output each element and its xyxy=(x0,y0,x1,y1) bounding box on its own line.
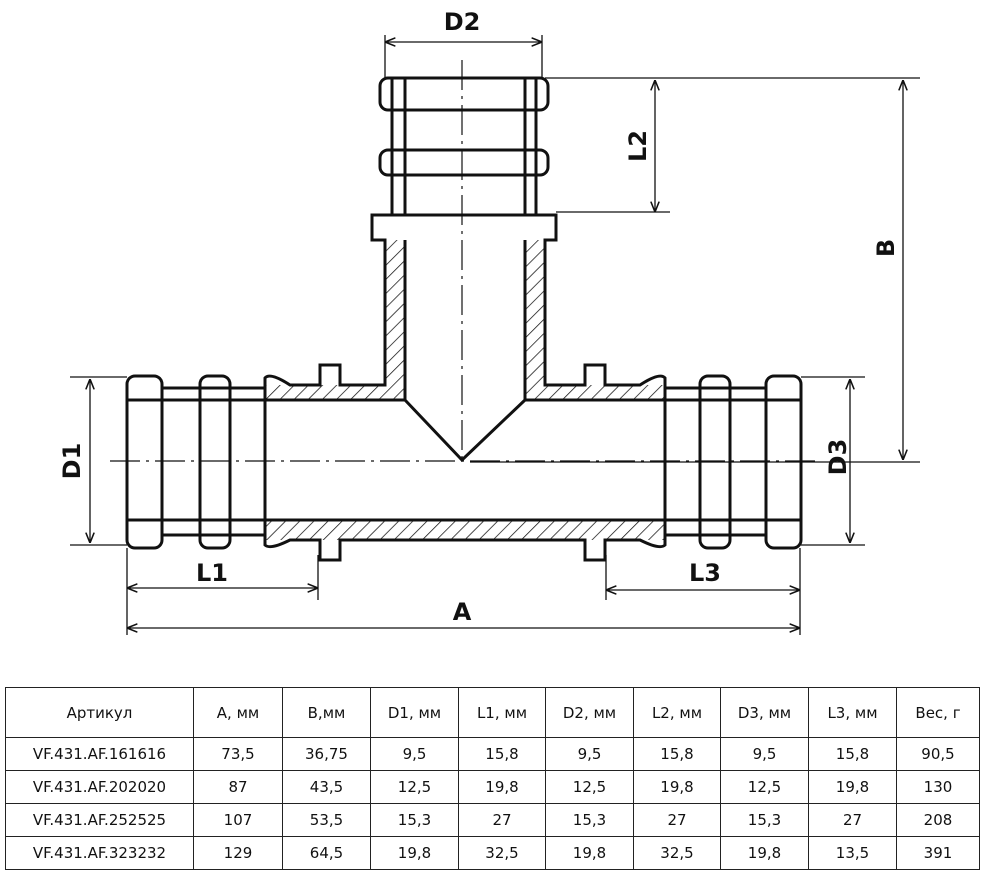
table-cell: VF.431.AF.252525 xyxy=(5,803,194,837)
table-cell: 19,8 xyxy=(720,836,809,870)
table-cell: 12,5 xyxy=(370,770,459,804)
centerlines xyxy=(110,60,820,462)
tee-fitting-drawing: D2 L2 B D1 D3 L1 L3 A xyxy=(58,8,920,635)
table-cell: 12,5 xyxy=(545,770,634,804)
table-cell: 12,5 xyxy=(720,770,809,804)
table-cell: 9,5 xyxy=(720,737,809,771)
column-header: D3, мм xyxy=(720,687,809,738)
table-cell: 15,8 xyxy=(458,737,546,771)
table-cell: 13,5 xyxy=(808,836,897,870)
column-header: A, мм xyxy=(193,687,283,738)
dim-label-d3: D3 xyxy=(824,439,852,476)
table-cell: 15,8 xyxy=(633,737,721,771)
dim-label-d2: D2 xyxy=(444,8,481,36)
table-cell: 19,8 xyxy=(808,770,897,804)
column-header: D2, мм xyxy=(545,687,634,738)
table-cell: 32,5 xyxy=(458,836,546,870)
column-header: L2, мм xyxy=(633,687,721,738)
table-cell: 19,8 xyxy=(458,770,546,804)
table-cell: 87 xyxy=(193,770,283,804)
table-cell: 9,5 xyxy=(545,737,634,771)
table-cell: 27 xyxy=(458,803,546,837)
column-header: L3, мм xyxy=(808,687,897,738)
table-cell: 53,5 xyxy=(282,803,371,837)
table-cell: 15,3 xyxy=(545,803,634,837)
table-cell: 129 xyxy=(193,836,283,870)
dim-label-l3: L3 xyxy=(689,559,721,587)
dim-label-b: B xyxy=(872,239,900,257)
table-cell: 19,8 xyxy=(545,836,634,870)
column-header: Вес, г xyxy=(896,687,980,738)
table-cell: 43,5 xyxy=(282,770,371,804)
column-header: B,мм xyxy=(282,687,371,738)
table-cell: VF.431.AF.161616 xyxy=(5,737,194,771)
table-cell: 19,8 xyxy=(633,770,721,804)
column-header: Артикул xyxy=(5,687,194,738)
table-cell: 107 xyxy=(193,803,283,837)
dim-label-l2: L2 xyxy=(624,130,652,162)
dimension-lines xyxy=(70,35,920,635)
table-cell: 36,75 xyxy=(282,737,371,771)
table-cell: 208 xyxy=(896,803,980,837)
table-cell: 27 xyxy=(808,803,897,837)
table-cell: VF.431.AF.323232 xyxy=(5,836,194,870)
fitting-body xyxy=(125,76,803,562)
dim-label-l1: L1 xyxy=(196,559,228,587)
table-cell: 130 xyxy=(896,770,980,804)
table-cell: 32,5 xyxy=(633,836,721,870)
table-cell: 9,5 xyxy=(370,737,459,771)
table-cell: VF.431.AF.202020 xyxy=(5,770,194,804)
dim-label-d1: D1 xyxy=(58,443,86,480)
table-cell: 27 xyxy=(633,803,721,837)
table-cell: 15,3 xyxy=(370,803,459,837)
table-cell: 90,5 xyxy=(896,737,980,771)
table-cell: 15,8 xyxy=(808,737,897,771)
dim-label-a: A xyxy=(453,598,472,626)
column-header: D1, мм xyxy=(370,687,459,738)
table-cell: 15,3 xyxy=(720,803,809,837)
table-cell: 19,8 xyxy=(370,836,459,870)
table-cell: 64,5 xyxy=(282,836,371,870)
column-header: L1, мм xyxy=(458,687,546,738)
table-cell: 391 xyxy=(896,836,980,870)
table-cell: 73,5 xyxy=(193,737,283,771)
